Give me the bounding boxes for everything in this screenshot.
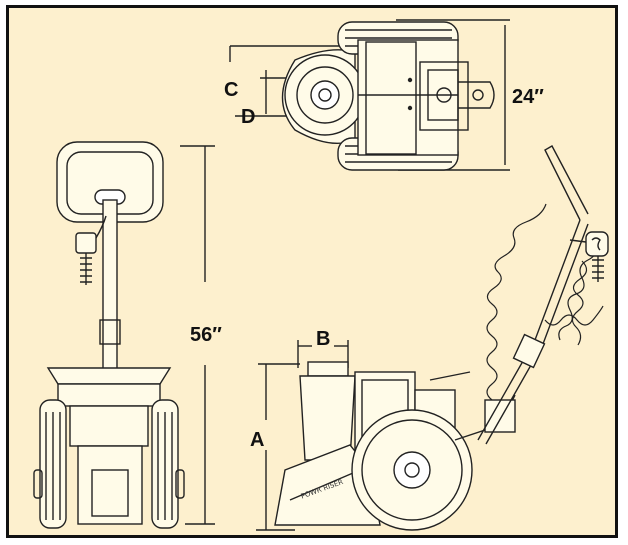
dim-label-c: C: [224, 79, 239, 101]
top-view: [229, 19, 510, 171]
side-view: [256, 145, 609, 531]
front-view: [33, 141, 215, 529]
dim-label-a: A: [250, 429, 265, 451]
dim-label-width: 24″: [512, 86, 544, 108]
dim-label-d: D: [241, 106, 256, 128]
dim-label-b: B: [316, 328, 331, 350]
dim-label-height: 56″: [190, 324, 222, 346]
